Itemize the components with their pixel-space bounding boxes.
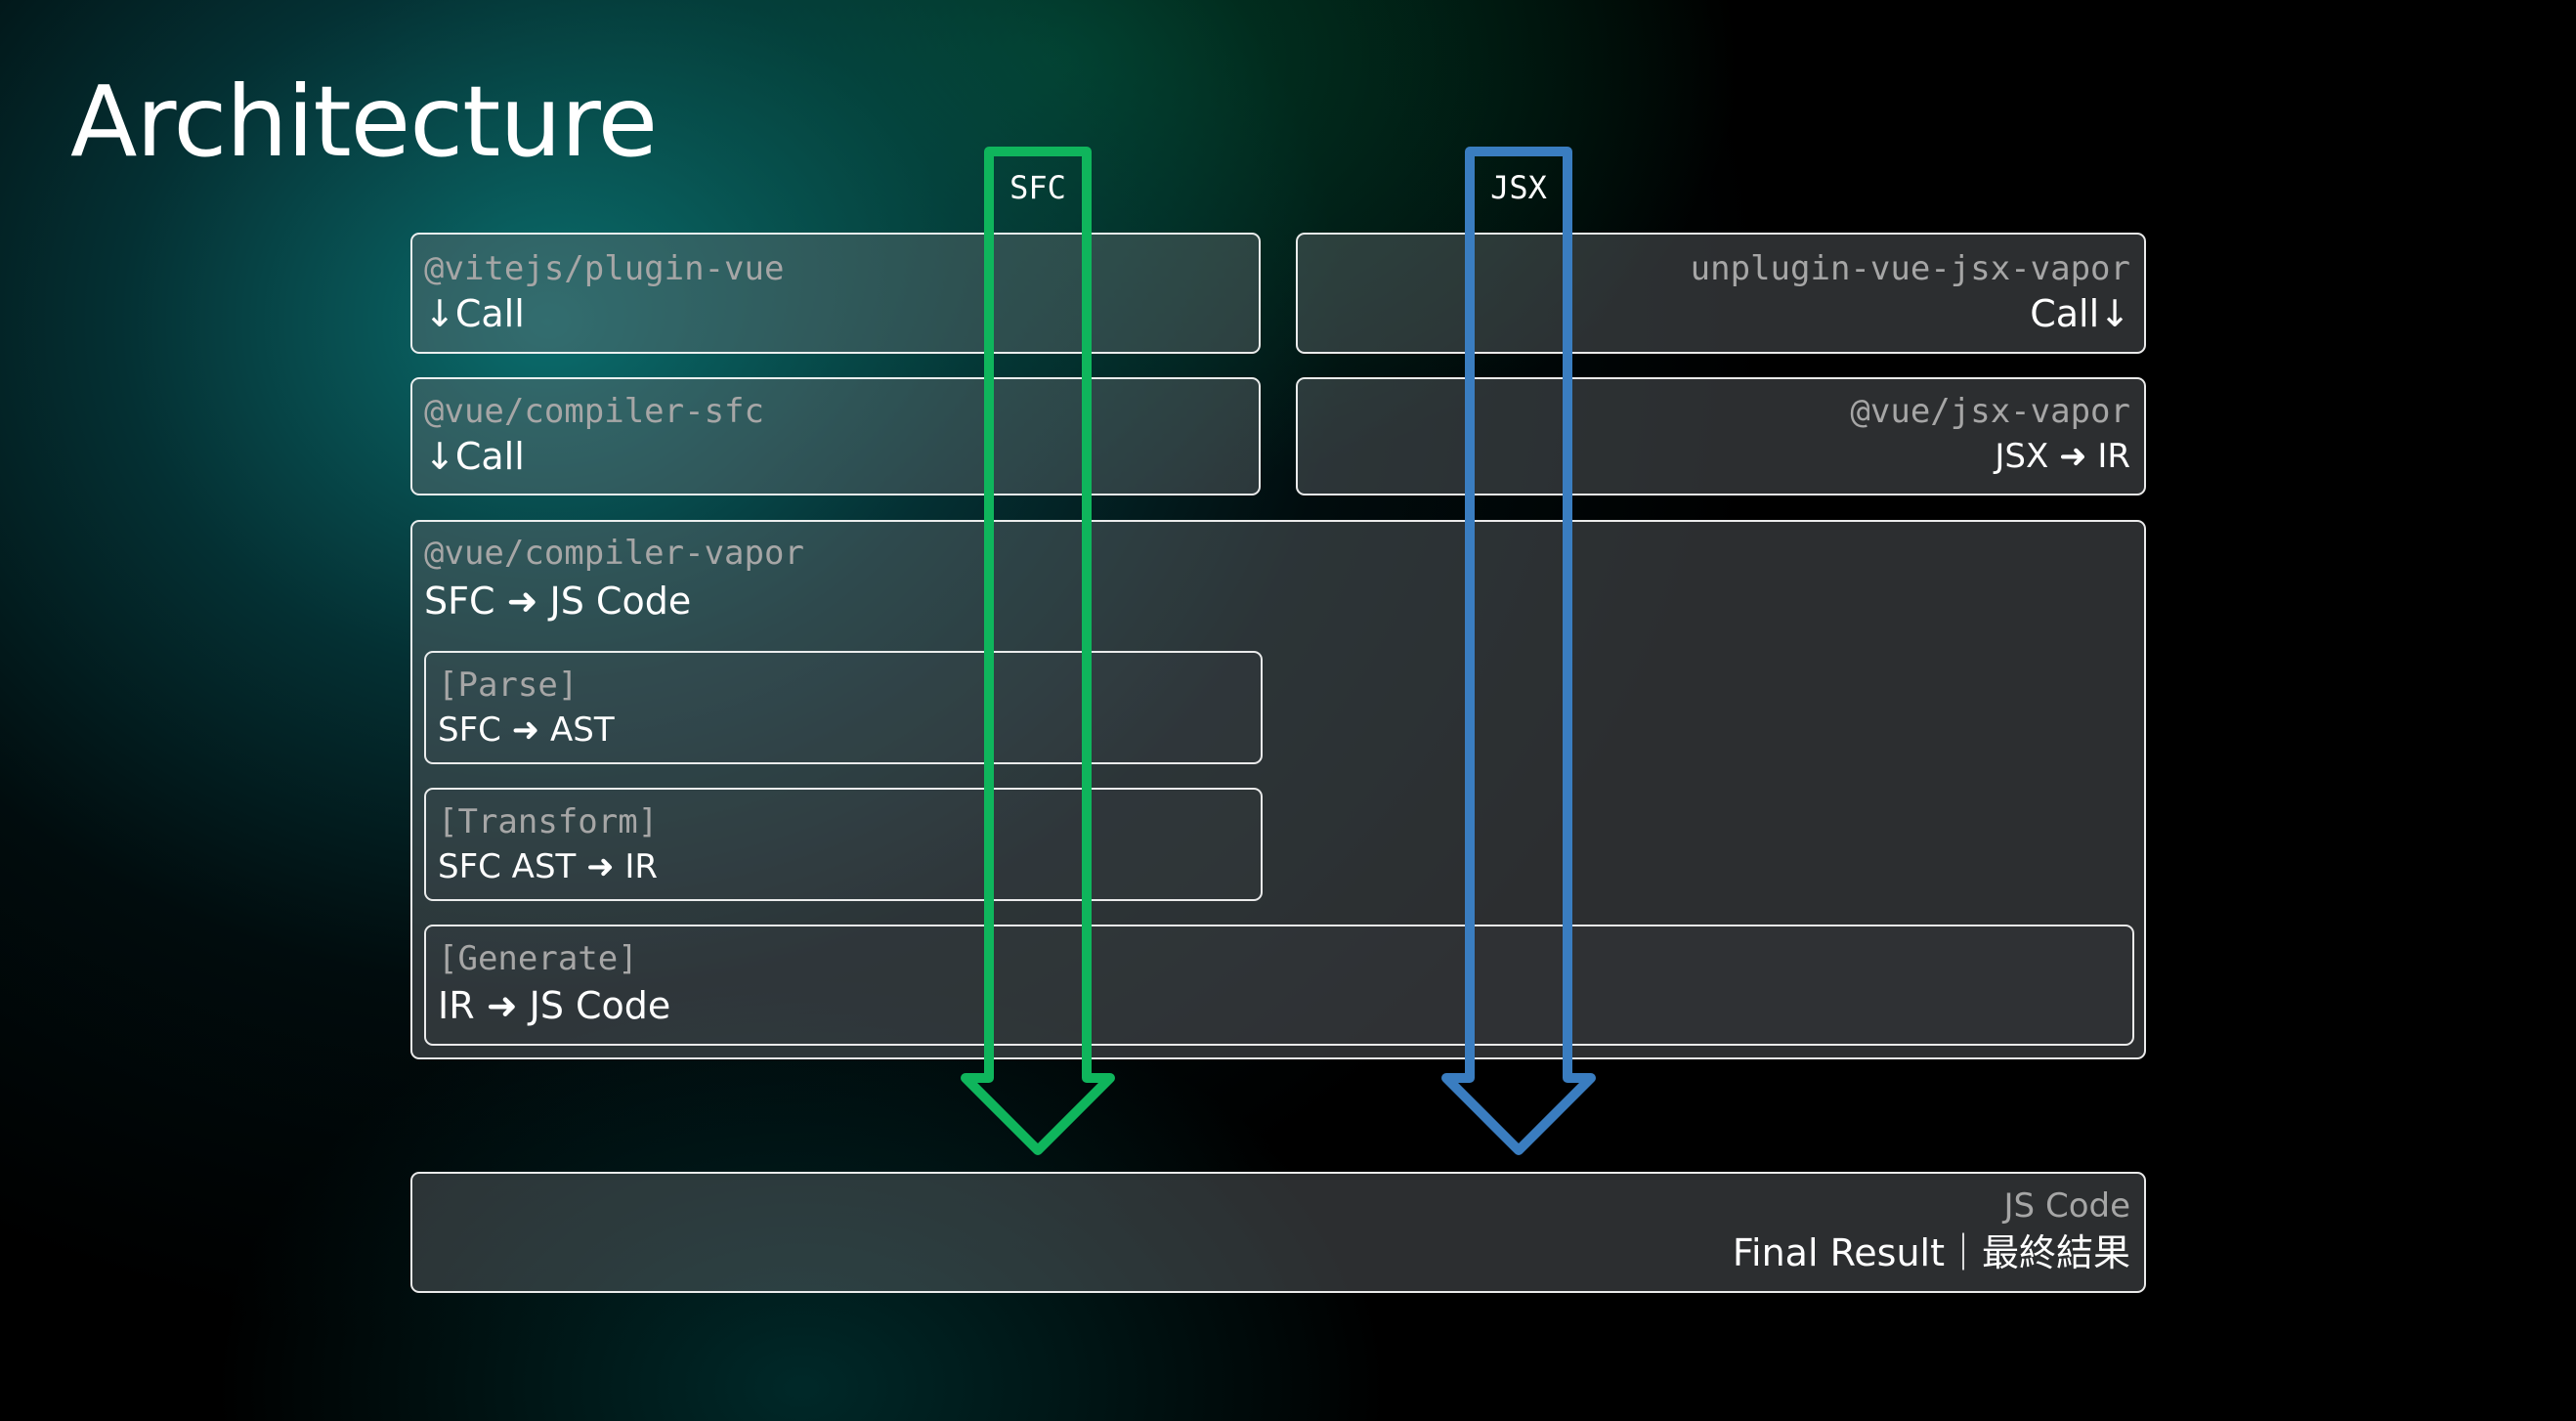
compiler-vapor-package: @vue/compiler-vapor [424, 534, 804, 573]
unplugin-action: Call↓ [2030, 292, 2130, 335]
transform-stage-name: [Transform] [438, 802, 659, 841]
compiler-vapor-box: @vue/compiler-vapor SFC ➜ JS Code [Parse… [410, 520, 2146, 1059]
generate-stage-box: [Generate] IR ➜ JS Code [424, 925, 2134, 1046]
transform-stage-action: SFC AST ➜ IR [438, 847, 659, 886]
jsx-flow-arrow [1441, 147, 1596, 1155]
parse-stage-name: [Parse] [438, 666, 579, 705]
unplugin-box: unplugin-vue-jsx-vapor Call↓ [1296, 233, 2146, 354]
unplugin-package: unplugin-vue-jsx-vapor [1690, 249, 2130, 288]
jsx-vapor-box: @vue/jsx-vapor JSX ➜ IR [1296, 377, 2146, 495]
sfc-flow-arrow [961, 147, 1115, 1155]
jsx-vapor-action: JSX ➜ IR [1995, 437, 2130, 476]
plugin-vue-package: @vitejs/plugin-vue [424, 249, 785, 288]
plugin-vue-box: @vitejs/plugin-vue ↓Call [410, 233, 1261, 354]
final-result-text: Final Result｜最終結果 [1732, 1231, 2130, 1274]
sfc-flow-label: SFC [1009, 169, 1066, 206]
parse-stage-action: SFC ➜ AST [438, 710, 615, 750]
jsx-vapor-package: @vue/jsx-vapor [1850, 392, 2130, 431]
transform-stage-box: [Transform] SFC AST ➜ IR [424, 788, 1263, 901]
compiler-sfc-box: @vue/compiler-sfc ↓Call [410, 377, 1261, 495]
final-result-box: JS Code Final Result｜最終結果 [410, 1172, 2146, 1293]
compiler-sfc-package: @vue/compiler-sfc [424, 392, 764, 431]
plugin-vue-action: ↓Call [424, 292, 525, 335]
generate-stage-name: [Generate] [438, 939, 638, 978]
parse-stage-box: [Parse] SFC ➜ AST [424, 651, 1263, 764]
page-title: Architecture [70, 65, 658, 179]
compiler-vapor-action: SFC ➜ JS Code [424, 580, 692, 623]
compiler-sfc-action: ↓Call [424, 435, 525, 478]
jsx-flow-label: JSX [1490, 169, 1547, 206]
generate-stage-action: IR ➜ JS Code [438, 984, 671, 1027]
final-kind: JS Code [2003, 1186, 2130, 1226]
